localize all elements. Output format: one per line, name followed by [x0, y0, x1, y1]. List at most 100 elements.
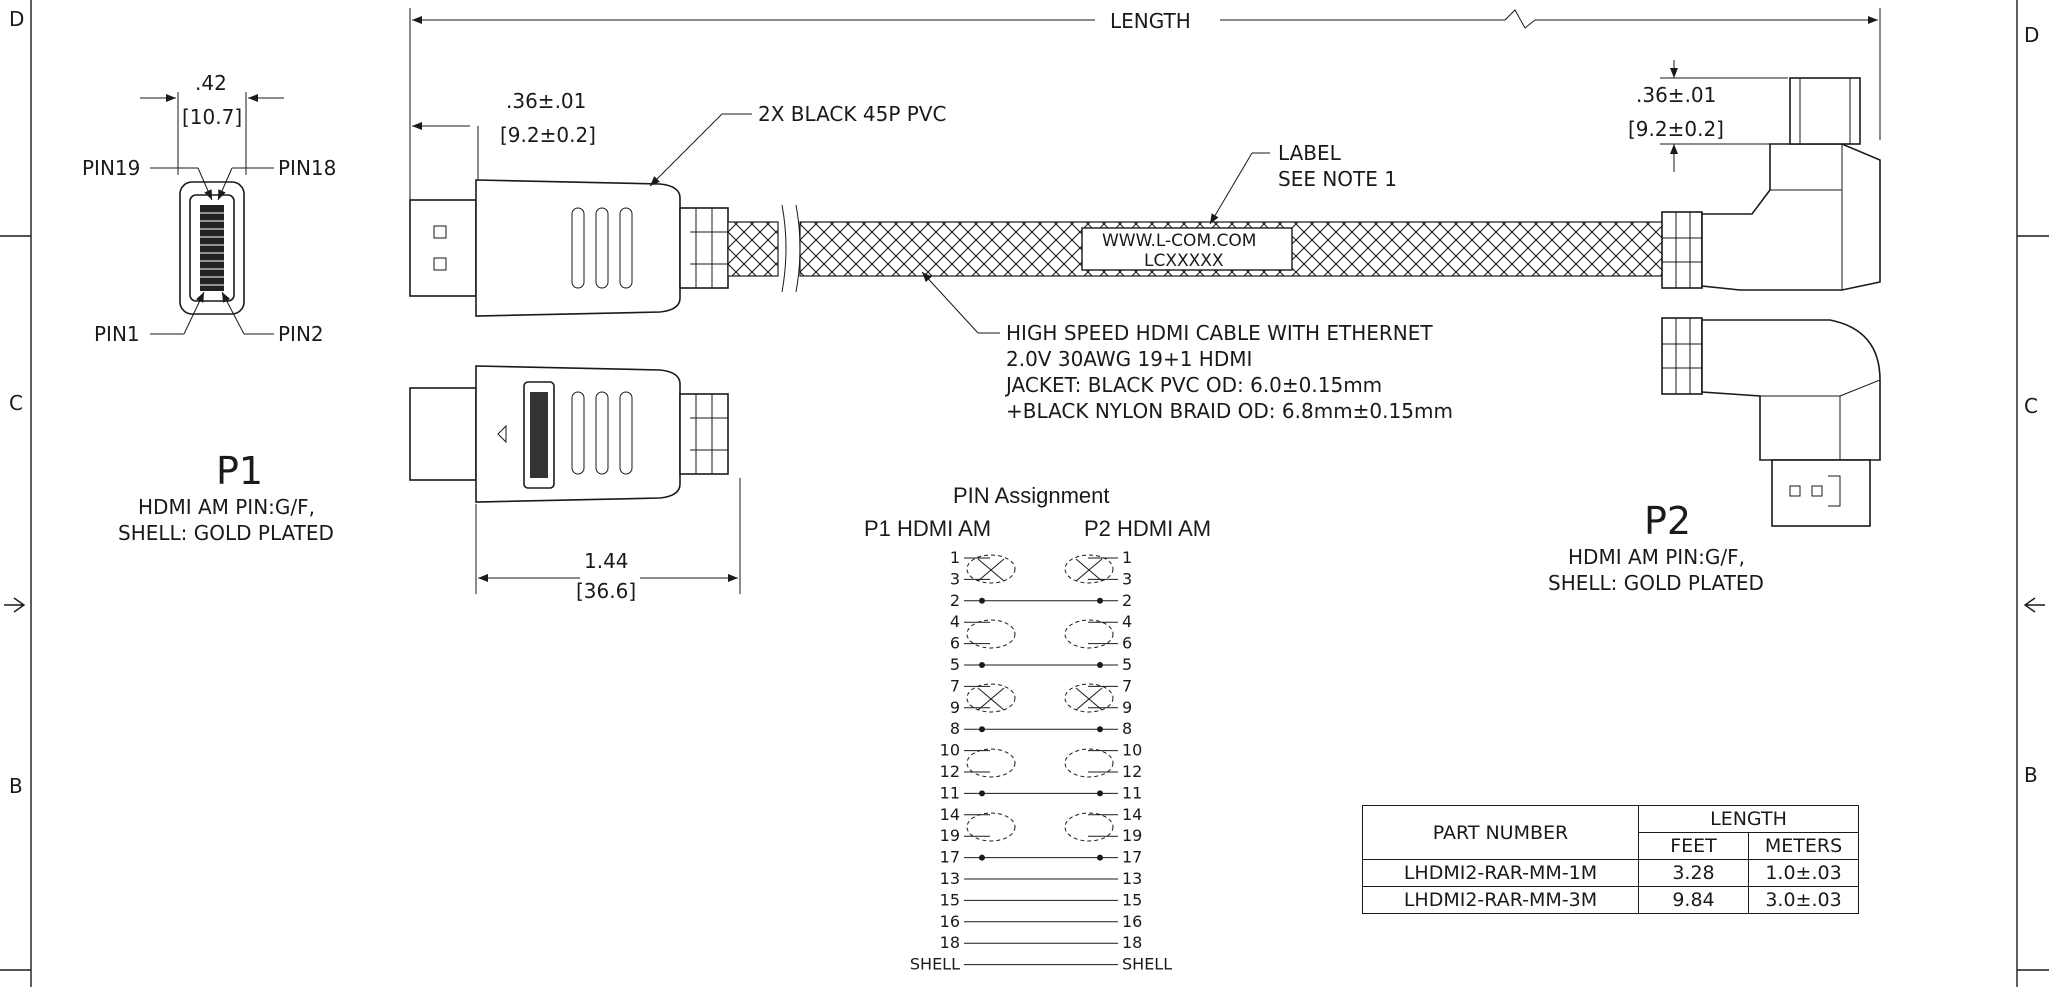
label-callout-line2: SEE NOTE 1 [1278, 167, 1397, 191]
pin-label-right: 7 [1122, 676, 1132, 695]
pin-label-left: 1 [950, 548, 960, 567]
drain-dot [1097, 662, 1103, 668]
part-number-cell: LHDMI2-RAR-MM-3M [1362, 886, 1639, 914]
part-number-cell: LHDMI2-RAR-MM-1M [1362, 859, 1639, 887]
pin-label-right: 13 [1122, 869, 1142, 888]
p1-connector-bottom-view: 1.44 [36.6] [409, 365, 741, 603]
p1-width-mm: [10.7] [182, 105, 242, 129]
p1-face-view: .42 [10.7] PIN19 PIN18 PIN1 PIN2 [82, 71, 336, 346]
p1-connector-side-view: .36±.01 [9.2±0.2] 2X BLACK 45P PVC [409, 89, 946, 317]
pin-label-right: 5 [1122, 655, 1132, 674]
cable-spec-line1: HIGH SPEED HDMI CABLE WITH ETHERNET [1006, 321, 1433, 345]
p1-width-inch: .42 [195, 71, 227, 95]
part-number-table: PART NUMBER LENGTH FEET METERS LHDMI2-RA… [1362, 805, 1859, 914]
p1-head-dim-inch: .36±.01 [506, 89, 586, 113]
molding-callout: 2X BLACK 45P PVC [758, 102, 946, 126]
length-dimension: LENGTH [409, 8, 1881, 200]
pin-label-right: 18 [1122, 933, 1142, 952]
feet-cell: 3.28 [1638, 859, 1749, 887]
pin-label-left: 2 [950, 591, 960, 610]
pin-label-left: 8 [950, 719, 960, 738]
cable-label-code: LCXXXXX [1144, 251, 1224, 271]
pin-label-left: 7 [950, 676, 960, 695]
pin-label-right: 14 [1122, 805, 1142, 824]
meters-cell: 1.0±.03 [1748, 859, 1859, 887]
pin-label-left: SHELL [910, 955, 960, 974]
length-label: LENGTH [1110, 9, 1191, 33]
braided-cable: WWW.L-COM.COM LCXXXXX LABEL SEE NOTE 1 H… [727, 141, 1663, 423]
p1-desc-line2: SHELL: GOLD PLATED [118, 521, 334, 545]
pin-label-left: 11 [940, 783, 960, 802]
pin-label-right: 1 [1122, 548, 1132, 567]
pin-assignment-right-header: P2 HDMI AM [1084, 516, 1211, 541]
pin-label-left: 10 [940, 741, 960, 760]
header-feet: FEET [1638, 832, 1749, 860]
p1-title: P1 [216, 449, 263, 493]
body-length-mm: [36.6] [576, 579, 636, 603]
p2-head-dim-mm: [9.2±0.2] [1628, 117, 1724, 141]
cable-spec-line2: 2.0V 30AWG 19+1 HDMI [1006, 347, 1252, 371]
pin-label-left: 14 [940, 805, 960, 824]
pin-label-left: 17 [940, 848, 960, 867]
pin-label-right: 15 [1122, 890, 1142, 909]
pin-label-right: 4 [1122, 612, 1132, 631]
zone-letter-right-d: D [2024, 23, 2039, 47]
pin-assignment-title: PIN Assignment [953, 483, 1110, 508]
pin-label-right: 10 [1122, 741, 1142, 760]
cable-spec-line4: +BLACK NYLON BRAID OD: 6.8mm±0.15mm [1006, 399, 1453, 423]
table-row: LHDMI2-RAR-MM-3M 9.84 3.0±.03 [1362, 886, 1859, 914]
drain-dot [979, 662, 985, 668]
header-length: LENGTH [1638, 805, 1859, 833]
pin-label-left: 15 [940, 890, 960, 909]
p2-title: P2 [1644, 499, 1691, 543]
pin1-label: PIN1 [94, 322, 140, 346]
table-row: LHDMI2-RAR-MM-1M 3.28 1.0±.03 [1362, 859, 1859, 887]
pin-label-right: 17 [1122, 848, 1142, 867]
pin-assignment-left-header: P1 HDMI AM [864, 516, 991, 541]
p2-desc-line2: SHELL: GOLD PLATED [1548, 571, 1764, 595]
feet-cell: 9.84 [1638, 886, 1749, 914]
p2-head-dim-inch: .36±.01 [1636, 83, 1716, 107]
pin-label-right: 6 [1122, 634, 1132, 653]
header-meters: METERS [1748, 832, 1859, 860]
zone-letter-left-d: D [9, 7, 24, 31]
pin19-label: PIN19 [82, 156, 140, 180]
cable-label-url: WWW.L-COM.COM [1102, 231, 1256, 251]
pin-label-right: 16 [1122, 912, 1142, 931]
pin-label-left: 6 [950, 634, 960, 653]
drain-dot [979, 854, 985, 861]
pin-label-right: 3 [1122, 569, 1132, 588]
pin-label-left: 3 [950, 569, 960, 588]
pin-label-left: 16 [940, 912, 960, 931]
pin-label-right: SHELL [1122, 955, 1172, 974]
pin-label-left: 12 [940, 762, 960, 781]
pin-label-right: 2 [1122, 591, 1132, 610]
p1-desc-line1: HDMI AM PIN:G/F, [138, 495, 315, 519]
drain-dot [979, 726, 985, 733]
pin-label-left: 5 [950, 655, 960, 674]
zone-letter-left-c: C [9, 391, 23, 415]
meters-cell: 3.0±.03 [1748, 886, 1859, 914]
cable-spec-line3: JACKET: BLACK PVC OD: 6.0±0.15mm [1004, 373, 1382, 397]
drain-dot [979, 597, 985, 604]
p2-desc-line1: HDMI AM PIN:G/F, [1568, 545, 1745, 569]
pin-label-right: 9 [1122, 698, 1132, 717]
drain-dot [1097, 597, 1103, 604]
pin-label-left: 18 [940, 933, 960, 952]
drain-dot [979, 790, 985, 797]
p2-connector-top-view: .36±.01 [9.2±0.2] [1628, 60, 1881, 291]
body-length-inch: 1.44 [584, 549, 629, 573]
drain-dot [1097, 726, 1103, 733]
pin-label-left: 4 [950, 612, 960, 631]
header-part-number: PART NUMBER [1362, 805, 1639, 860]
pin-label-right: 19 [1122, 826, 1142, 845]
zone-letter-right-c: C [2024, 394, 2038, 418]
pin-label-right: 8 [1122, 719, 1132, 738]
zone-letter-left-b: B [9, 774, 23, 798]
pin-label-left: 9 [950, 698, 960, 717]
pin-label-right: 12 [1122, 762, 1142, 781]
pin-label-left: 19 [940, 826, 960, 845]
